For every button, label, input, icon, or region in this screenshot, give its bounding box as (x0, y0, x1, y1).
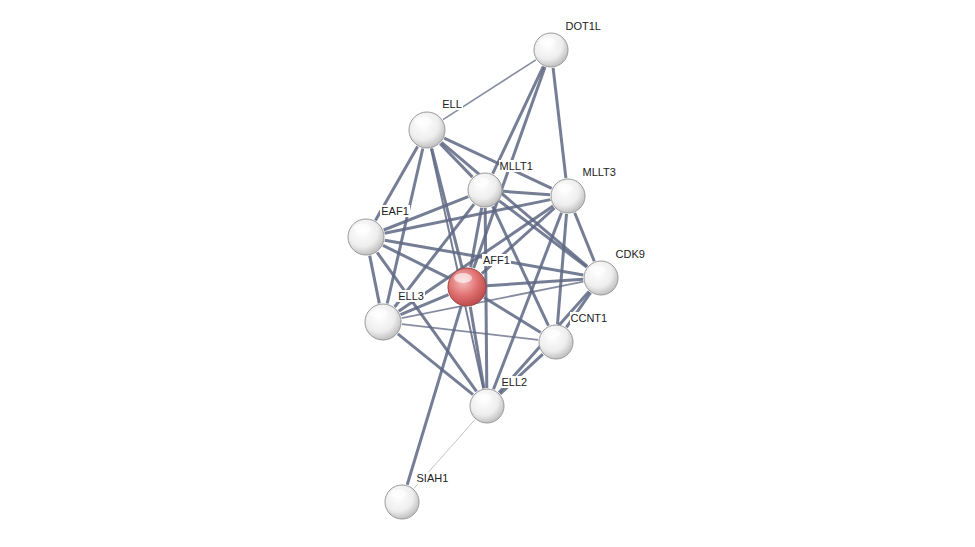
interaction-edge (503, 191, 550, 194)
interaction-edge (370, 256, 380, 304)
node-label: MLLT3 (582, 166, 617, 178)
protein-node: ELL (408, 111, 446, 149)
protein-node: CCNT1 (538, 324, 574, 360)
node-circle (550, 178, 586, 214)
protein-node: SIAH1 (384, 484, 420, 520)
node-circle (467, 172, 503, 208)
interaction-edge (385, 240, 584, 275)
node-label: EAF1 (380, 205, 410, 217)
interaction-edge (484, 298, 541, 333)
node-circle (447, 267, 487, 307)
node-circle (384, 484, 420, 520)
node-label: ELL (441, 98, 463, 110)
node-circle (533, 32, 569, 68)
interaction-edge (375, 147, 417, 221)
interaction-edge (407, 306, 461, 485)
node-label: AFF1 (482, 254, 511, 266)
interaction-edge (442, 142, 588, 266)
interaction-edge (402, 282, 584, 319)
protein-node: ELL2 (469, 388, 505, 424)
node-circle (538, 324, 574, 360)
node-circle (408, 111, 446, 149)
interaction-edge (414, 420, 475, 489)
interaction-edge (398, 334, 473, 395)
interaction-edge (500, 354, 543, 394)
protein-node: MLLT1 (467, 172, 503, 208)
protein-node: DOT1L (533, 32, 569, 68)
node-circle (469, 388, 505, 424)
interaction-edge (493, 66, 544, 173)
node-label: CDK9 (615, 248, 646, 260)
interaction-edge (470, 307, 484, 389)
node-label: DOT1L (565, 20, 602, 32)
protein-node: EAF1 (347, 218, 385, 256)
node-label: MLLT1 (499, 160, 534, 172)
protein-node: CDK9 (583, 260, 619, 296)
interaction-edge (575, 213, 595, 262)
node-label: ELL3 (397, 290, 425, 302)
interaction-edge (558, 214, 567, 324)
interaction-edge (402, 324, 538, 340)
node-label: CCNT1 (570, 312, 609, 324)
protein-node: ELL3 (364, 303, 402, 341)
node-label: ELL2 (501, 376, 529, 388)
node-label: SIAH1 (416, 472, 450, 484)
interaction-edge (553, 68, 566, 178)
protein-node: AFF1 (447, 267, 487, 307)
node-circle (347, 218, 385, 256)
protein-node: MLLT3 (550, 178, 586, 214)
interaction-edge (499, 291, 589, 392)
node-circle (583, 260, 619, 296)
node-circle (364, 303, 402, 341)
